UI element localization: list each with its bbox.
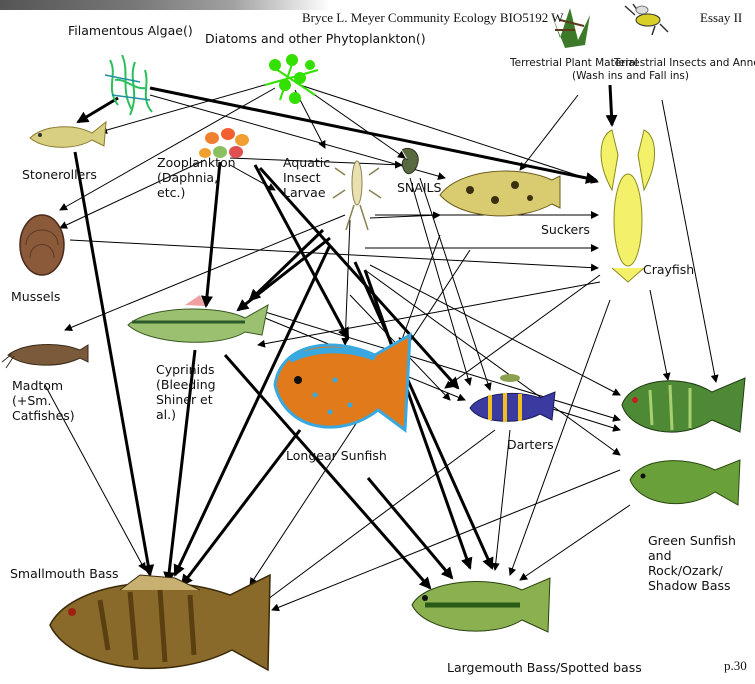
essay-label: Essay II xyxy=(700,10,742,25)
arrow-snails-largemouth-bold xyxy=(365,270,470,568)
arrow-algae-stonerollers xyxy=(78,98,118,122)
label-madtom: Madtom (+Sm. Catfishes) xyxy=(12,378,75,423)
arrow-stonerollers-smallmouth xyxy=(75,152,150,575)
mussel-graphic xyxy=(20,215,64,275)
label-aquatic-insect-larvae: Aquatic Insect Larvae xyxy=(283,155,330,200)
label-mussels: Mussels xyxy=(11,289,60,304)
arrow-terrestrial-suckers xyxy=(520,95,578,170)
arrow-crayfish-darters xyxy=(445,275,600,388)
darter-graphic xyxy=(470,374,555,422)
arrow-mussels-crayfish xyxy=(70,240,598,268)
label-terrestrial-insects: Terrestrial Insects and Annelids xyxy=(614,57,755,69)
top-header-fade xyxy=(0,0,330,10)
label-smallmouth-bass: Smallmouth Bass xyxy=(10,566,119,581)
label-zooplankton: Zooplankton (Daphnia, etc.) xyxy=(157,155,236,200)
label-longear-sunfish: Longear Sunfish xyxy=(286,448,387,463)
aquatic-insect-graphic xyxy=(333,161,381,230)
green-sunfish-graphic-2 xyxy=(630,460,740,505)
label-suckers: Suckers xyxy=(541,222,590,237)
sucker-graphic xyxy=(440,171,560,216)
zooplankton-graphic xyxy=(199,128,249,158)
longear-sunfish-graphic xyxy=(275,335,410,430)
label-stonerollers: Stonerollers xyxy=(22,167,97,182)
madtom-graphic xyxy=(2,345,88,368)
label-crayfish: Crayfish xyxy=(643,262,694,277)
smallmouth-bass-graphic xyxy=(50,575,270,670)
label-largemouth-bass: Largemouth Bass/Spotted bass xyxy=(447,660,642,675)
arrow-suckers-cyprinids-bold xyxy=(250,230,323,300)
label-darters: Darters xyxy=(507,437,554,452)
arrow-terrestrial-crayfish xyxy=(610,85,612,125)
label-diatoms: Diatoms and other Phytoplankton() xyxy=(205,31,426,46)
label-snails: SNAILS xyxy=(397,180,441,195)
terrestrial-insect-graphic xyxy=(625,4,668,35)
largemouth-bass-graphic xyxy=(412,578,550,632)
filamentous-algae-graphic xyxy=(105,55,152,115)
page-number: p.30 xyxy=(724,658,747,673)
arrow-aquatic-longear xyxy=(345,220,350,345)
arrow-green-largemouth xyxy=(520,505,630,580)
crayfish-graphic xyxy=(601,130,655,282)
label-filamentous-algae: Filamentous Algae() xyxy=(68,23,193,38)
label-green-sunfish: Green Sunfish and Rock/Ozark/ Shadow Bas… xyxy=(648,533,736,593)
diatom-graphic xyxy=(265,54,318,104)
arrow-aquatic-largemouth-bold xyxy=(355,262,492,568)
arrow-insects-green xyxy=(662,100,716,382)
arrow-longear-smallmouth xyxy=(182,430,300,585)
arrow-crayfish-green xyxy=(650,290,668,380)
green-sunfish-graphic-1 xyxy=(622,378,745,432)
label-wash-ins: (Wash ins and Fall ins) xyxy=(572,70,689,82)
stoneroller-graphic xyxy=(30,122,106,147)
author-course-label: Bryce L. Meyer Community Ecology BIO5192… xyxy=(302,10,564,25)
label-cyprinids: Cyprinids (Bleeding Shiner et al.) xyxy=(156,362,216,422)
arrow-diatoms-crayfish xyxy=(300,85,598,182)
